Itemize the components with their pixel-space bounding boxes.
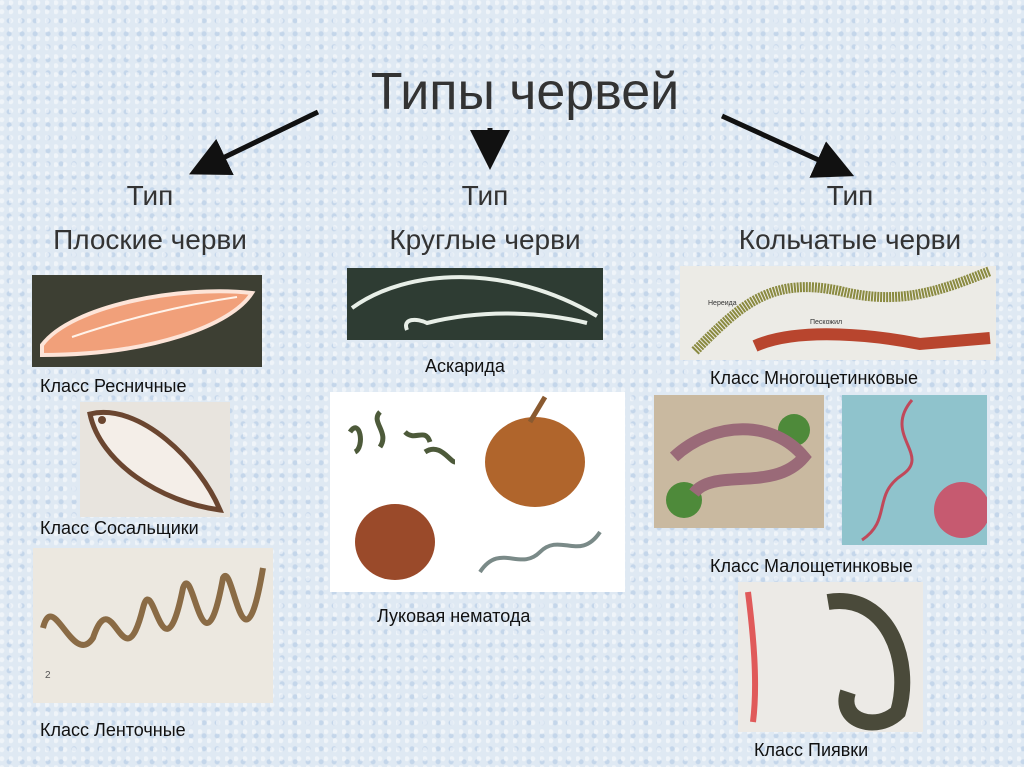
polychaete-image: Нереида Пескожил: [680, 266, 996, 360]
class-oligochaeta-label: Класс Малощетинковые: [710, 556, 913, 576]
oligochaete-image: [842, 395, 987, 545]
ascaris-image: [347, 268, 603, 340]
type-label: Тип: [126, 180, 174, 211]
class-turbellaria-label: Класс Ресничные: [40, 376, 187, 396]
svg-text:2: 2: [45, 670, 51, 681]
nereis-label: Нереида: [708, 300, 737, 307]
leech-image: [738, 582, 923, 732]
type-name: Плоские черви: [53, 224, 247, 255]
planarian-image: [32, 275, 262, 367]
fluke-image: [80, 402, 230, 517]
earthworm-image: [654, 395, 824, 528]
tapeworm-image: 2: [33, 548, 273, 703]
onion-nematode-image: [330, 392, 625, 592]
example-onion-nematode-label: Луковая нематода: [377, 606, 531, 626]
arrow-left: [188, 109, 320, 175]
lugworm-label: Пескожил: [810, 319, 843, 326]
type-roundworms-header: Тип Круглые черви: [340, 174, 630, 262]
type-annelids-header: Тип Кольчатые черви: [700, 174, 1000, 262]
class-trematoda-label: Класс Сосальщики: [40, 518, 199, 538]
class-hirudinea-label: Класс Пиявки: [754, 740, 869, 760]
page-title: Типы червей: [370, 63, 680, 121]
class-cestoda-label: Класс Ленточные: [40, 720, 186, 740]
type-name: Кольчатые черви: [738, 224, 962, 255]
arrow-right: [720, 113, 855, 178]
type-name: Круглые черви: [389, 224, 581, 255]
type-label: Тип: [826, 180, 874, 211]
example-ascaris-label: Аскарида: [425, 356, 505, 376]
class-polychaeta-label: Класс Многощетинковые: [710, 368, 918, 388]
type-flatworms-header: Тип Плоские черви: [10, 174, 290, 262]
type-label: Тип: [461, 180, 509, 211]
